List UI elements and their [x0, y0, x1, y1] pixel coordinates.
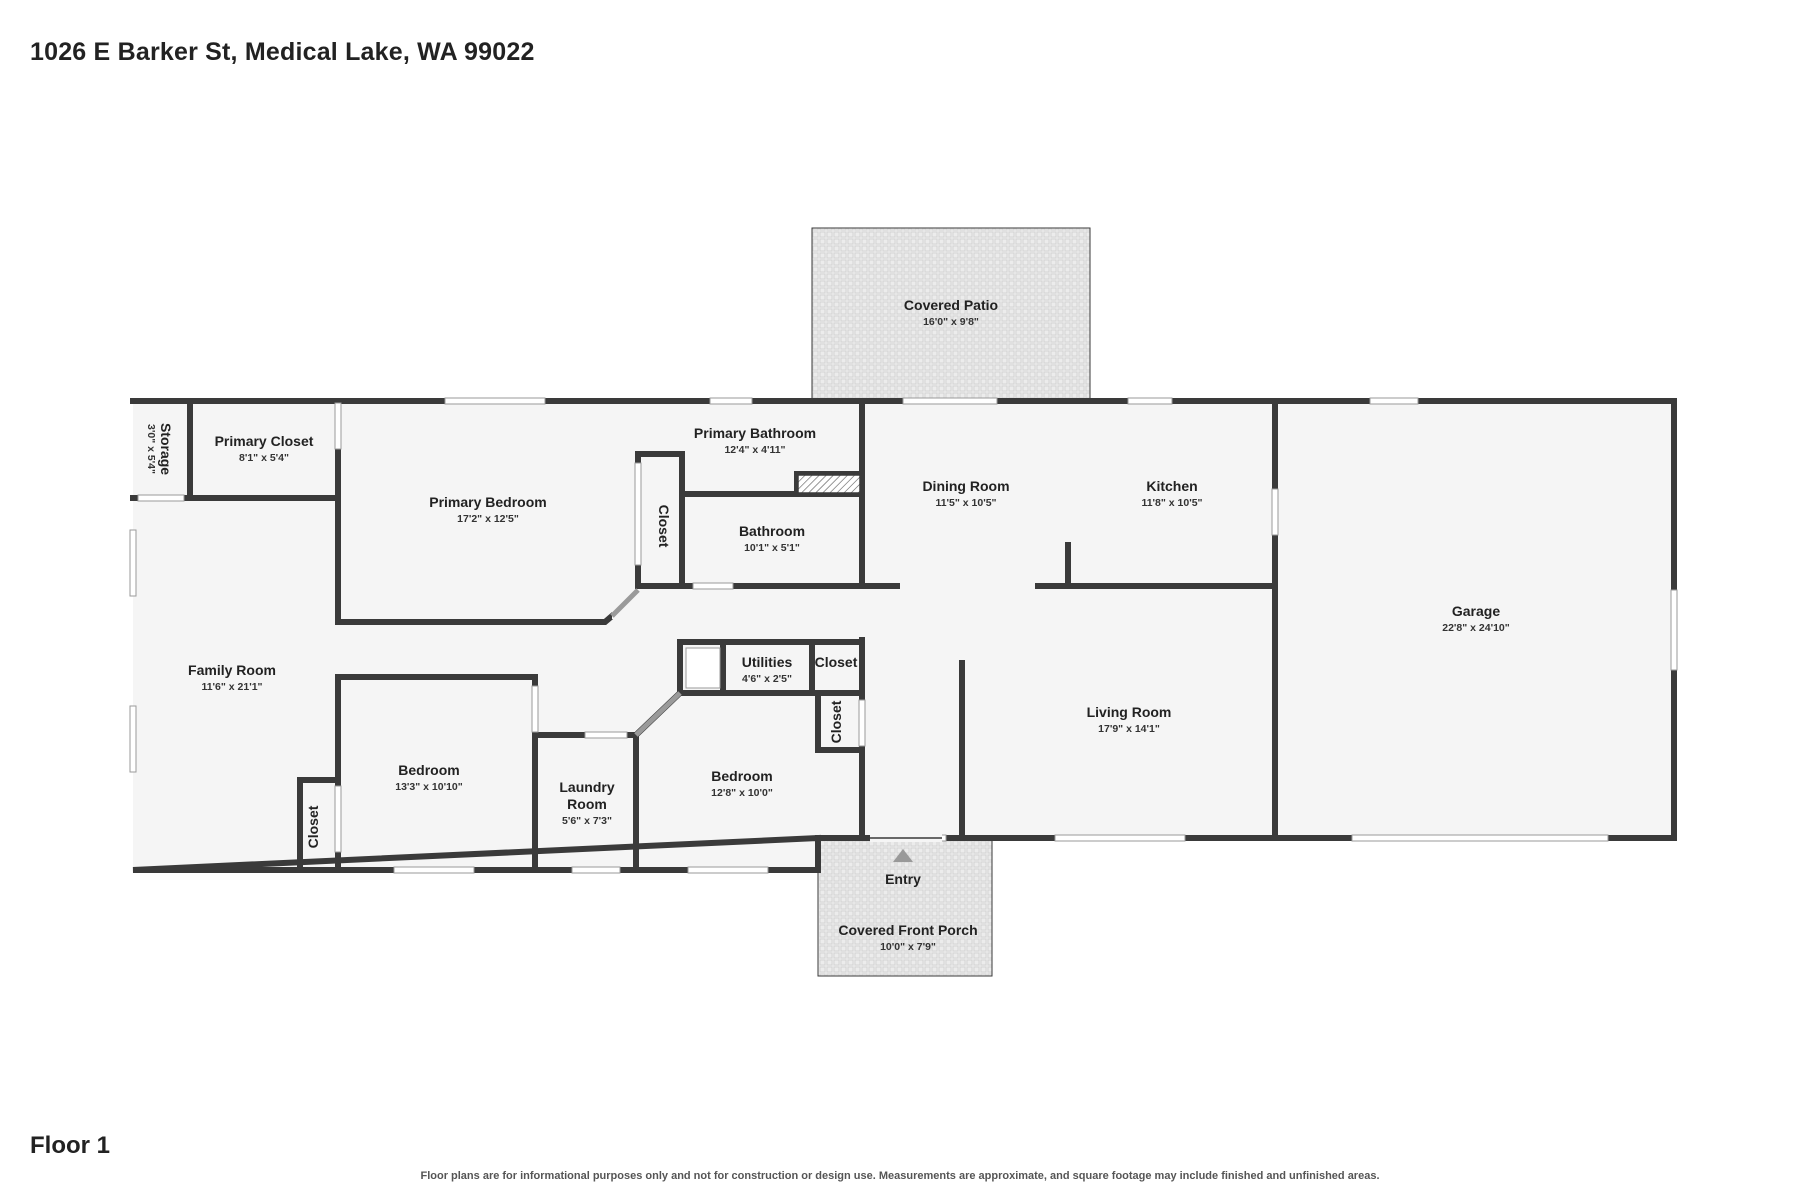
living-room-label: Living Room [1087, 704, 1172, 720]
primary-bedroom-label: Primary Bedroom [429, 494, 546, 510]
disclaimer: Floor plans are for informational purpos… [420, 1170, 1380, 1182]
closet-bedroom2-label: Closet [828, 700, 844, 743]
primary-bedroom-dims: 17'2" x 12'5" [457, 513, 519, 525]
primary-bathroom-dims: 12'4" x 4'11" [724, 444, 785, 456]
entry-label: Entry [885, 871, 921, 887]
house-floor [133, 401, 1674, 870]
entry-arrow-icon [893, 849, 913, 862]
exterior-wall-west-south [132, 834, 821, 873]
bathroom-label: Bathroom [739, 523, 805, 539]
dining-room-label: Dining Room [922, 478, 1009, 494]
dining-room-dims: 11'5" x 10'5" [935, 497, 996, 509]
room-labels: Covered Patio 16'0" x 9'8" Storage 3'0" … [145, 297, 1510, 953]
closet-hall-label: Closet [815, 654, 858, 670]
doorway-openings [610, 582, 1035, 842]
primary-bathroom-label: Primary Bathroom [694, 425, 816, 441]
bedroom1-label: Bedroom [398, 762, 459, 778]
covered-front-porch-dims: 10'0" x 7'9" [880, 941, 936, 953]
garage-label: Garage [1452, 603, 1500, 619]
family-room-dims: 11'6" x 21'1" [201, 681, 262, 693]
covered-front-porch-label: Covered Front Porch [838, 922, 977, 938]
covered-patio-floor [811, 227, 1091, 401]
covered-patio-label: Covered Patio [904, 297, 998, 313]
family-room-label: Family Room [188, 662, 276, 678]
primary-closet-label: Primary Closet [215, 433, 314, 449]
storage-dims: 3'0" x 5'4" [145, 424, 157, 474]
kitchen-dims: 11'8" x 10'5" [1141, 497, 1202, 509]
floor-label: Floor 1 [30, 1132, 111, 1159]
utilities-dims: 4'6" x 2'5" [742, 673, 792, 685]
covered-patio-dims: 16'0" x 9'8" [923, 316, 979, 328]
bathroom-dims: 10'1" x 5'1" [744, 542, 800, 554]
garage-dims: 22'8" x 24'10" [1442, 622, 1510, 634]
storage-label: Storage [158, 423, 174, 475]
laundry-room-label-2: Room [567, 796, 607, 812]
closet-bedroom1-label: Closet [305, 805, 321, 848]
laundry-room-label-1: Laundry [559, 779, 614, 795]
primary-closet-dims: 8'1" x 5'4" [239, 452, 289, 464]
kitchen-label: Kitchen [1146, 478, 1197, 494]
living-room-dims: 17'9" x 14'1" [1098, 723, 1160, 735]
bedroom2-label: Bedroom [711, 768, 772, 784]
laundry-room-dims: 5'6" x 7'3" [562, 815, 612, 827]
hatched-area [797, 474, 861, 494]
bedroom1-dims: 13'3" x 10'10" [395, 781, 463, 793]
closet-primary-label: Closet [656, 505, 672, 548]
bedroom2-dims: 12'8" x 10'0" [711, 787, 773, 799]
utilities-label: Utilities [742, 654, 793, 670]
page-title: 1026 E Barker St, Medical Lake, WA 99022 [30, 38, 535, 66]
